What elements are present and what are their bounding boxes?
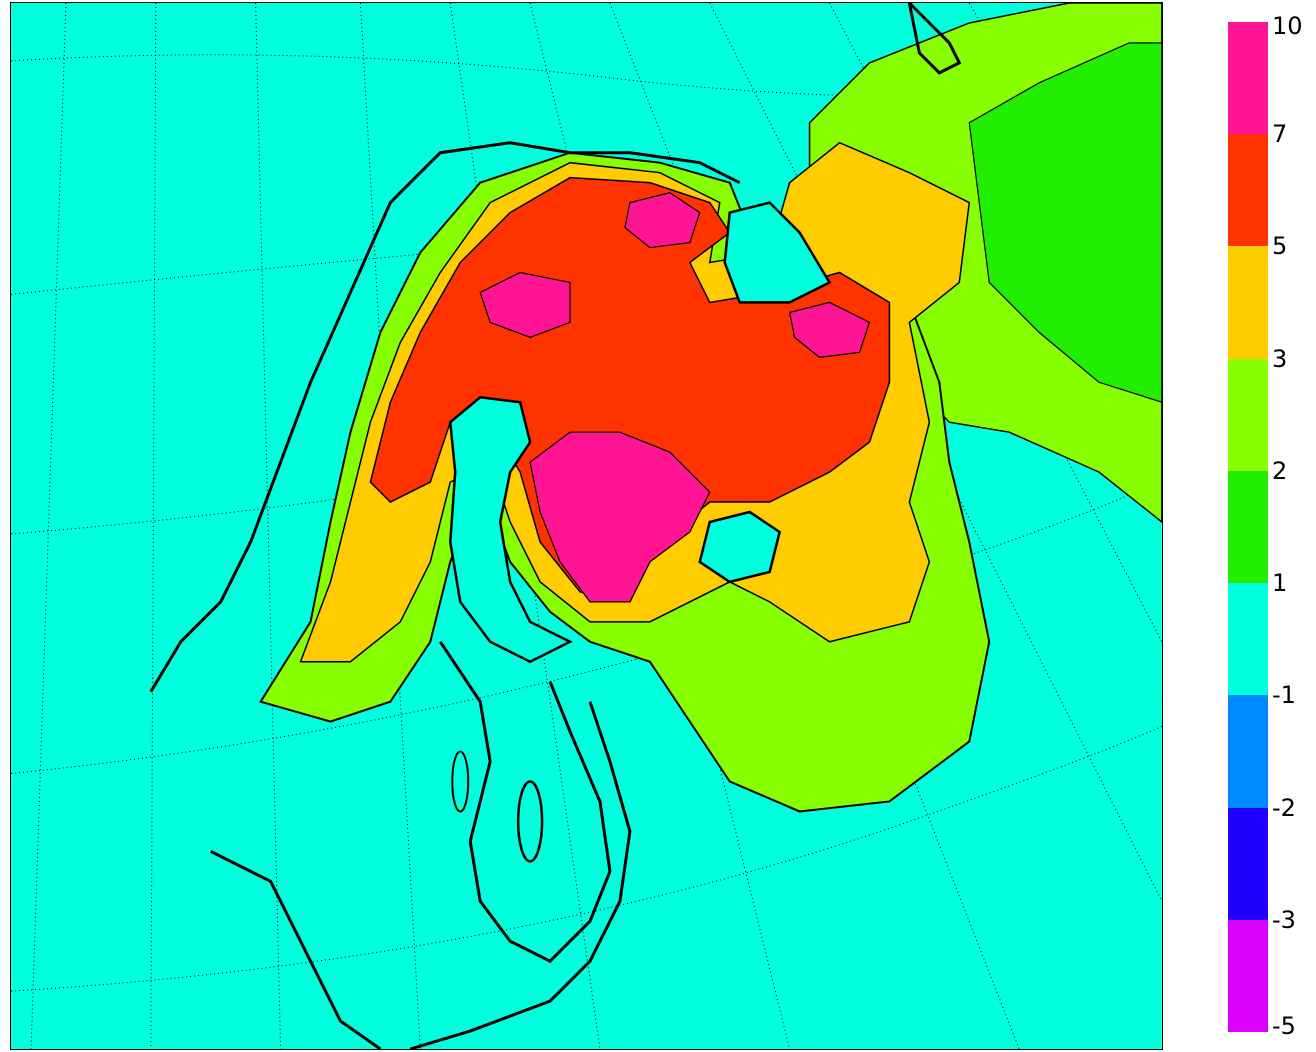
legend-label: 2	[1272, 456, 1288, 485]
region-peak-magenta-2	[624, 191, 701, 249]
coastline-sweden-south	[210, 640, 612, 1049]
legend-label: 1	[1272, 569, 1288, 598]
legend-label: 10	[1272, 12, 1303, 40]
region-peak-magenta-4	[479, 271, 571, 339]
legend-label: 5	[1272, 232, 1288, 261]
legend-swatch	[1228, 695, 1268, 808]
island-svalbard-fragment	[907, 3, 962, 75]
legend-swatch	[1228, 22, 1268, 135]
legend-label: -5	[1272, 1012, 1296, 1040]
gulf-of-finland	[698, 510, 782, 584]
island-oland	[451, 750, 470, 813]
legend-swatch	[1228, 807, 1268, 920]
uplift-contour-map	[11, 3, 1162, 1049]
legend-swatch	[1228, 134, 1268, 247]
legend-label: 7	[1272, 120, 1288, 149]
region-east-bright-green	[968, 42, 1162, 403]
legend-label: -1	[1272, 681, 1296, 710]
legend-label: -3	[1272, 905, 1296, 934]
gulf-of-bothnia	[448, 395, 573, 664]
white-sea	[723, 201, 832, 304]
map-panel	[10, 2, 1163, 1050]
color-legend	[1228, 22, 1268, 1032]
legend-swatch	[1228, 470, 1268, 584]
island-gotland	[516, 780, 544, 863]
legend-swatch	[1228, 583, 1268, 696]
coastline-baltic	[409, 701, 632, 1049]
legend-label: -2	[1272, 793, 1296, 822]
legend-swatch	[1228, 919, 1268, 1032]
legend-swatch	[1228, 246, 1268, 359]
region-peak-magenta-3	[788, 301, 871, 358]
region-peak-magenta-1	[529, 431, 711, 603]
coastline-norway	[149, 141, 741, 693]
legend-swatch	[1228, 358, 1268, 471]
legend-label: 3	[1272, 344, 1288, 373]
